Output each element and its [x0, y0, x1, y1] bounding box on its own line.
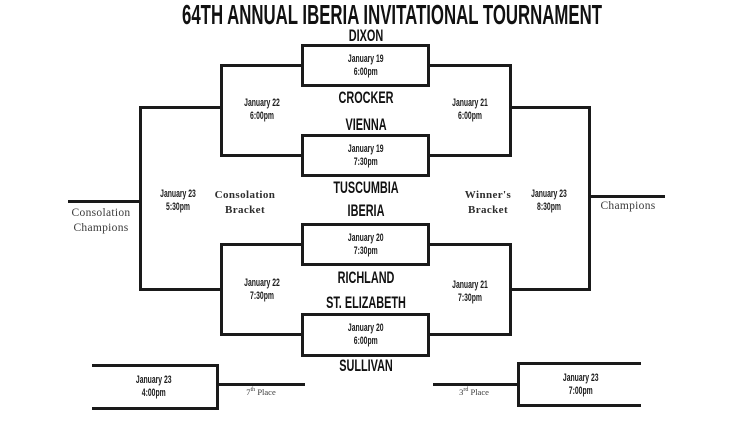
game-box-4: January 20 6:00pm	[301, 313, 430, 357]
connector-consolation-semi-bottom-out	[139, 288, 223, 291]
consolation-champions-line2: Champions	[73, 222, 129, 234]
winners-final-date: January 23	[531, 188, 567, 200]
seventh-place-game-box: January 23 4:00pm	[92, 364, 219, 410]
connector-consolation-champion-line	[68, 200, 142, 203]
game-1-date: January 19	[347, 52, 384, 65]
consolation-final-time: 5:30pm	[166, 201, 190, 213]
seventh-place-ordinal: th	[250, 387, 256, 394]
team-label-dixon: DIXON	[348, 26, 384, 45]
game-box-1: January 19 6:00pm	[301, 44, 430, 87]
winners-semi-top-time: 6:00pm	[458, 110, 482, 122]
winners-bracket-label-line1: Winner's	[464, 189, 512, 201]
consolation-champions-label: Consolation Champions	[58, 206, 144, 236]
tournament-title: 64TH ANNUAL IBERIA INVITATIONAL TOURNAME…	[182, 0, 603, 30]
connector-game3-right	[430, 243, 512, 246]
team-label-vienna: VIENNA	[345, 115, 387, 134]
connector-game3-left	[222, 243, 304, 246]
winners-final-time: 8:30pm	[537, 201, 561, 213]
third-place-label: 3rd Place	[439, 387, 509, 397]
connector-champion-line	[589, 195, 665, 198]
consolation-semifinal-bottom-schedule: January 22 7:30pm	[237, 277, 287, 303]
team-label-richland: RICHLAND	[337, 268, 395, 287]
game-box-2: January 19 7:30pm	[301, 134, 430, 177]
winners-semifinal-bottom-schedule: January 21 7:30pm	[445, 279, 495, 305]
consolation-semi-bottom-date: January 22	[244, 277, 280, 289]
connector-game1-left	[222, 64, 304, 67]
game-3-time: 7:30pm	[353, 244, 378, 257]
game-4-time: 6:00pm	[353, 335, 378, 347]
connector-winners-final-vertical	[588, 106, 591, 291]
third-place-date: January 23	[562, 371, 599, 384]
game-2-date: January 19	[347, 142, 384, 155]
connector-game4-right	[430, 333, 512, 336]
game-4-date: January 20	[347, 322, 384, 334]
game-2-time: 7:30pm	[353, 155, 378, 168]
third-place-time: 7:00pm	[568, 384, 593, 397]
connector-seventh-place-line	[219, 383, 305, 386]
team-label-crocker: CROCKER	[338, 88, 394, 107]
seventh-place-number: 7	[246, 387, 251, 397]
consolation-champions-line1: Consolation	[71, 207, 131, 219]
consolation-semi-top-time: 6:00pm	[250, 110, 274, 122]
team-label-iberia: IBERIA	[347, 201, 385, 220]
connector-consolation-final-vertical	[139, 106, 142, 291]
connector-game4-left	[222, 333, 304, 336]
winners-semi-bottom-date: January 21	[452, 279, 488, 291]
third-place-word: Place	[470, 387, 489, 397]
winners-semi-top-date: January 21	[452, 97, 488, 109]
game-3-date: January 20	[347, 231, 384, 244]
game-box-3: January 20 7:30pm	[301, 223, 430, 266]
team-label-sullivan: SULLIVAN	[339, 356, 393, 375]
consolation-bracket-label: Consolation Bracket	[203, 188, 287, 218]
winners-bracket-label-line2: Bracket	[467, 204, 509, 216]
winners-semifinal-top-schedule: January 21 6:00pm	[445, 97, 495, 123]
seventh-place-date: January 23	[136, 374, 172, 386]
winners-semi-bottom-time: 7:30pm	[458, 292, 482, 304]
connector-third-place-line	[433, 383, 518, 386]
consolation-semifinal-top-schedule: January 22 6:00pm	[237, 97, 287, 123]
consolation-semi-top-date: January 22	[244, 97, 280, 109]
winners-final-schedule: January 23 8:30pm	[526, 188, 572, 214]
consolation-semi-bottom-time: 7:30pm	[250, 290, 274, 302]
game-1-time: 6:00pm	[353, 65, 378, 78]
connector-consolation-semi-top-vertical	[220, 64, 223, 157]
consolation-final-date: January 23	[160, 188, 196, 200]
connector-game1-right	[430, 64, 512, 67]
consolation-bracket-label-line2: Bracket	[224, 204, 266, 216]
champions-label: Champions	[600, 200, 656, 212]
third-place-ordinal: rd	[463, 387, 469, 394]
seventh-place-time: 4:00pm	[142, 387, 166, 399]
third-place-game-box: January 23 7:00pm	[517, 362, 641, 407]
winners-bracket-label: Winner's Bracket	[446, 188, 530, 218]
connector-game2-left	[222, 154, 304, 157]
connector-game2-right	[430, 154, 512, 157]
connector-winners-semi-bottom-out	[509, 288, 591, 291]
consolation-final-schedule: January 23 5:30pm	[155, 188, 201, 214]
team-label-tuscumbia: TUSCUMBIA	[333, 178, 399, 197]
team-label-st-elizabeth: ST. ELIZABETH	[326, 293, 406, 312]
seventh-place-label: 7th Place	[226, 387, 296, 397]
connector-winners-semi-top-out	[509, 106, 591, 109]
seventh-place-word: Place	[257, 387, 276, 397]
consolation-bracket-label-line1: Consolation	[214, 189, 276, 201]
connector-consolation-semi-top-out	[139, 106, 223, 109]
third-place-number: 3	[459, 387, 464, 397]
connector-winners-semi-top-vertical	[509, 64, 512, 157]
